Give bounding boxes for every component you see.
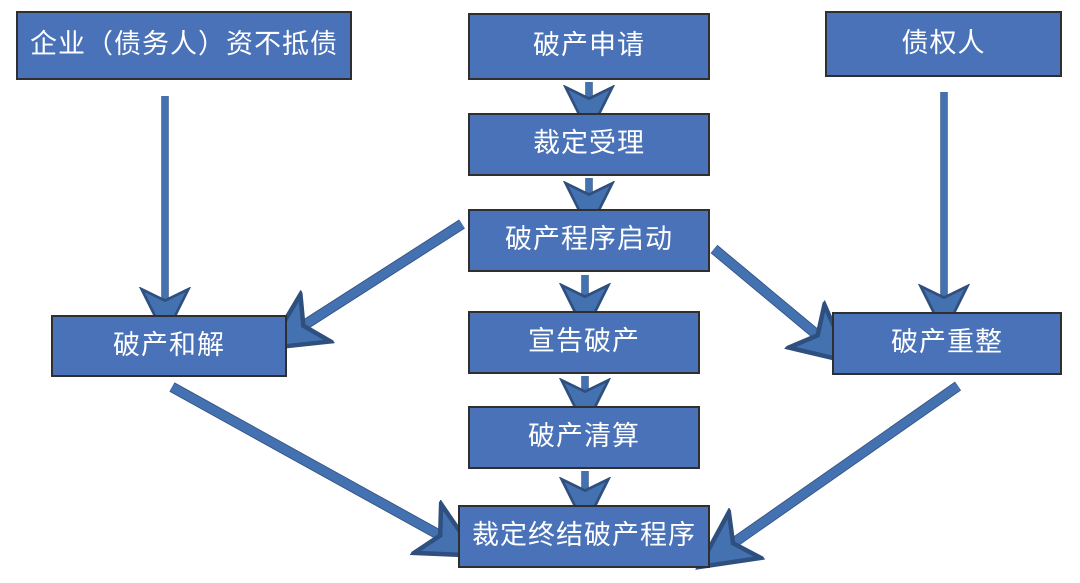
node-label-reorg: 破产重整 [891, 327, 1003, 357]
node-settlement[interactable]: 破产和解 [51, 315, 287, 377]
node-insolvency[interactable]: 企业（债务人）资不抵债 [16, 11, 352, 80]
node-initiation[interactable]: 破产程序启动 [468, 209, 710, 272]
node-label-settlement: 破产和解 [113, 329, 225, 360]
arrow-reorg-to-termination [722, 382, 961, 551]
node-termination[interactable]: 裁定终结破产程序 [458, 505, 710, 568]
node-label-initiation: 破产程序启动 [505, 224, 673, 254]
node-liquidation[interactable]: 破产清算 [468, 406, 700, 469]
node-label-insolvency: 企业（债务人）资不抵债 [30, 29, 338, 59]
arrow-outline [169, 382, 455, 547]
arrow-outline [718, 381, 962, 556]
node-label-declaration: 宣告破产 [528, 326, 640, 356]
node-label-termination: 裁定终结破产程序 [472, 520, 696, 550]
arrow-initiation-to-reorg [711, 245, 828, 344]
arrow-outline [289, 219, 465, 338]
node-label-acceptance: 裁定受理 [533, 128, 645, 158]
arrow-outline [710, 244, 832, 349]
node-label-application: 破产申请 [533, 30, 645, 60]
node-reorg[interactable]: 破产重整 [832, 312, 1062, 375]
arrow-initiation-to-settlement [292, 220, 465, 333]
node-label-liquidation: 破产清算 [528, 421, 640, 451]
node-application[interactable]: 破产申请 [468, 13, 710, 80]
node-declaration[interactable]: 宣告破产 [468, 311, 700, 374]
node-creditor[interactable]: 债权人 [825, 11, 1062, 77]
arrow-settlement-to-termination [169, 383, 452, 542]
node-label-creditor: 债权人 [901, 27, 986, 58]
node-acceptance[interactable]: 裁定受理 [468, 113, 710, 176]
